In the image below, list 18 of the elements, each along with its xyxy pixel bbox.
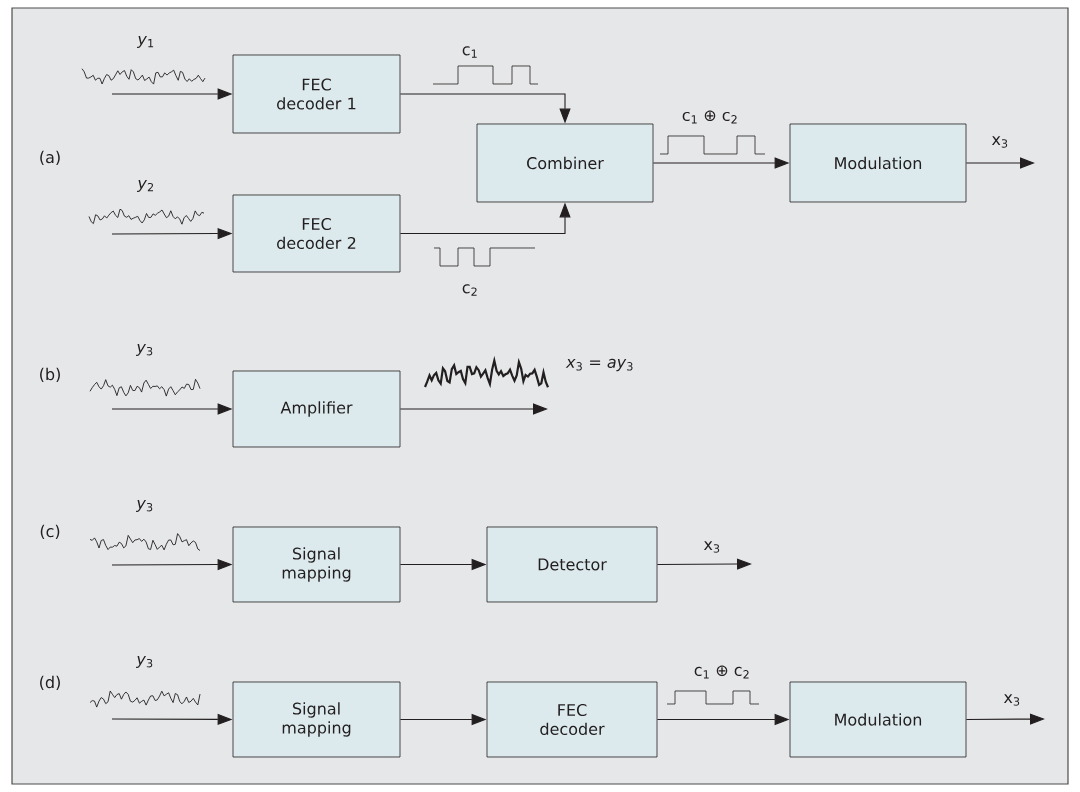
panel-label: (b) <box>40 367 60 383</box>
panel-label: (a) <box>40 150 60 166</box>
process-box: FEC decoder 1 <box>232 54 401 134</box>
panel-label: x$_{3}$ = ay$_{3}$ <box>565 358 633 372</box>
panel-label: (d) <box>40 675 60 691</box>
panel-label: (c) <box>40 524 60 540</box>
process-box: Modulation <box>789 123 967 203</box>
process-box: Signal mapping <box>232 526 401 603</box>
process-box: Modulation <box>789 681 967 758</box>
process-box: FEC decoder 2 <box>232 194 401 273</box>
edge-label: x$_{3}$ <box>1002 693 1022 707</box>
process-box: Amplifier <box>232 370 401 448</box>
edge-label: x$_{3}$ <box>702 540 722 554</box>
edge-label: x$_{3}$ <box>990 135 1010 149</box>
process-box: FEC decoder <box>486 681 658 758</box>
process-box: Signal mapping <box>232 681 401 758</box>
process-box: Combiner <box>476 123 654 203</box>
process-box: Detector <box>486 526 658 603</box>
